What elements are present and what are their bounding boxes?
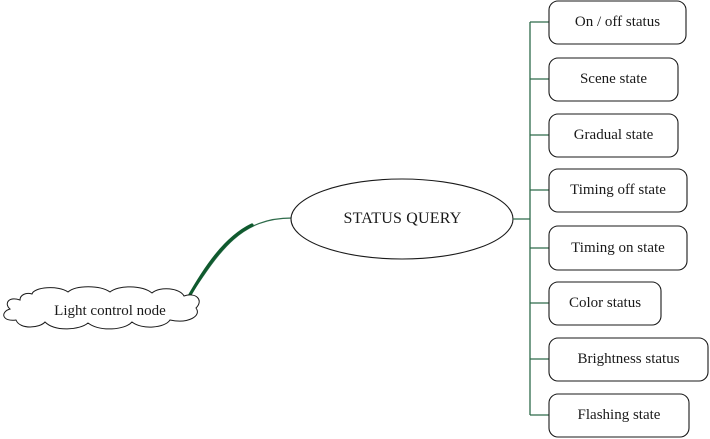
item-box-6 xyxy=(548,281,662,326)
item-label-2: Scene state xyxy=(579,71,648,87)
item-label-3: Gradual state xyxy=(573,127,654,143)
item-box-8 xyxy=(548,393,690,438)
item-label-8: Flashing state xyxy=(577,407,661,423)
item-label-6: Color status xyxy=(568,295,642,311)
item-box-4 xyxy=(548,168,688,213)
item-label-5: Timing on state xyxy=(571,239,665,256)
item-box-2 xyxy=(548,57,679,102)
root-cloud-shape xyxy=(3,286,200,330)
item-box-3 xyxy=(548,113,679,158)
item-box-5 xyxy=(548,225,688,271)
item-label-1: On / off status xyxy=(574,14,661,30)
root-to-center-connector xyxy=(186,217,293,301)
item-label-4: Timing off state xyxy=(570,182,666,198)
root-to-center-connector-thick xyxy=(185,223,254,302)
item-box-1 xyxy=(548,0,687,45)
root-node-label: Light control node xyxy=(54,302,166,319)
center-node-label: STATUS QUERY xyxy=(343,210,462,227)
item-box-7 xyxy=(548,337,709,382)
item-label-7: Brightness status xyxy=(577,351,680,367)
